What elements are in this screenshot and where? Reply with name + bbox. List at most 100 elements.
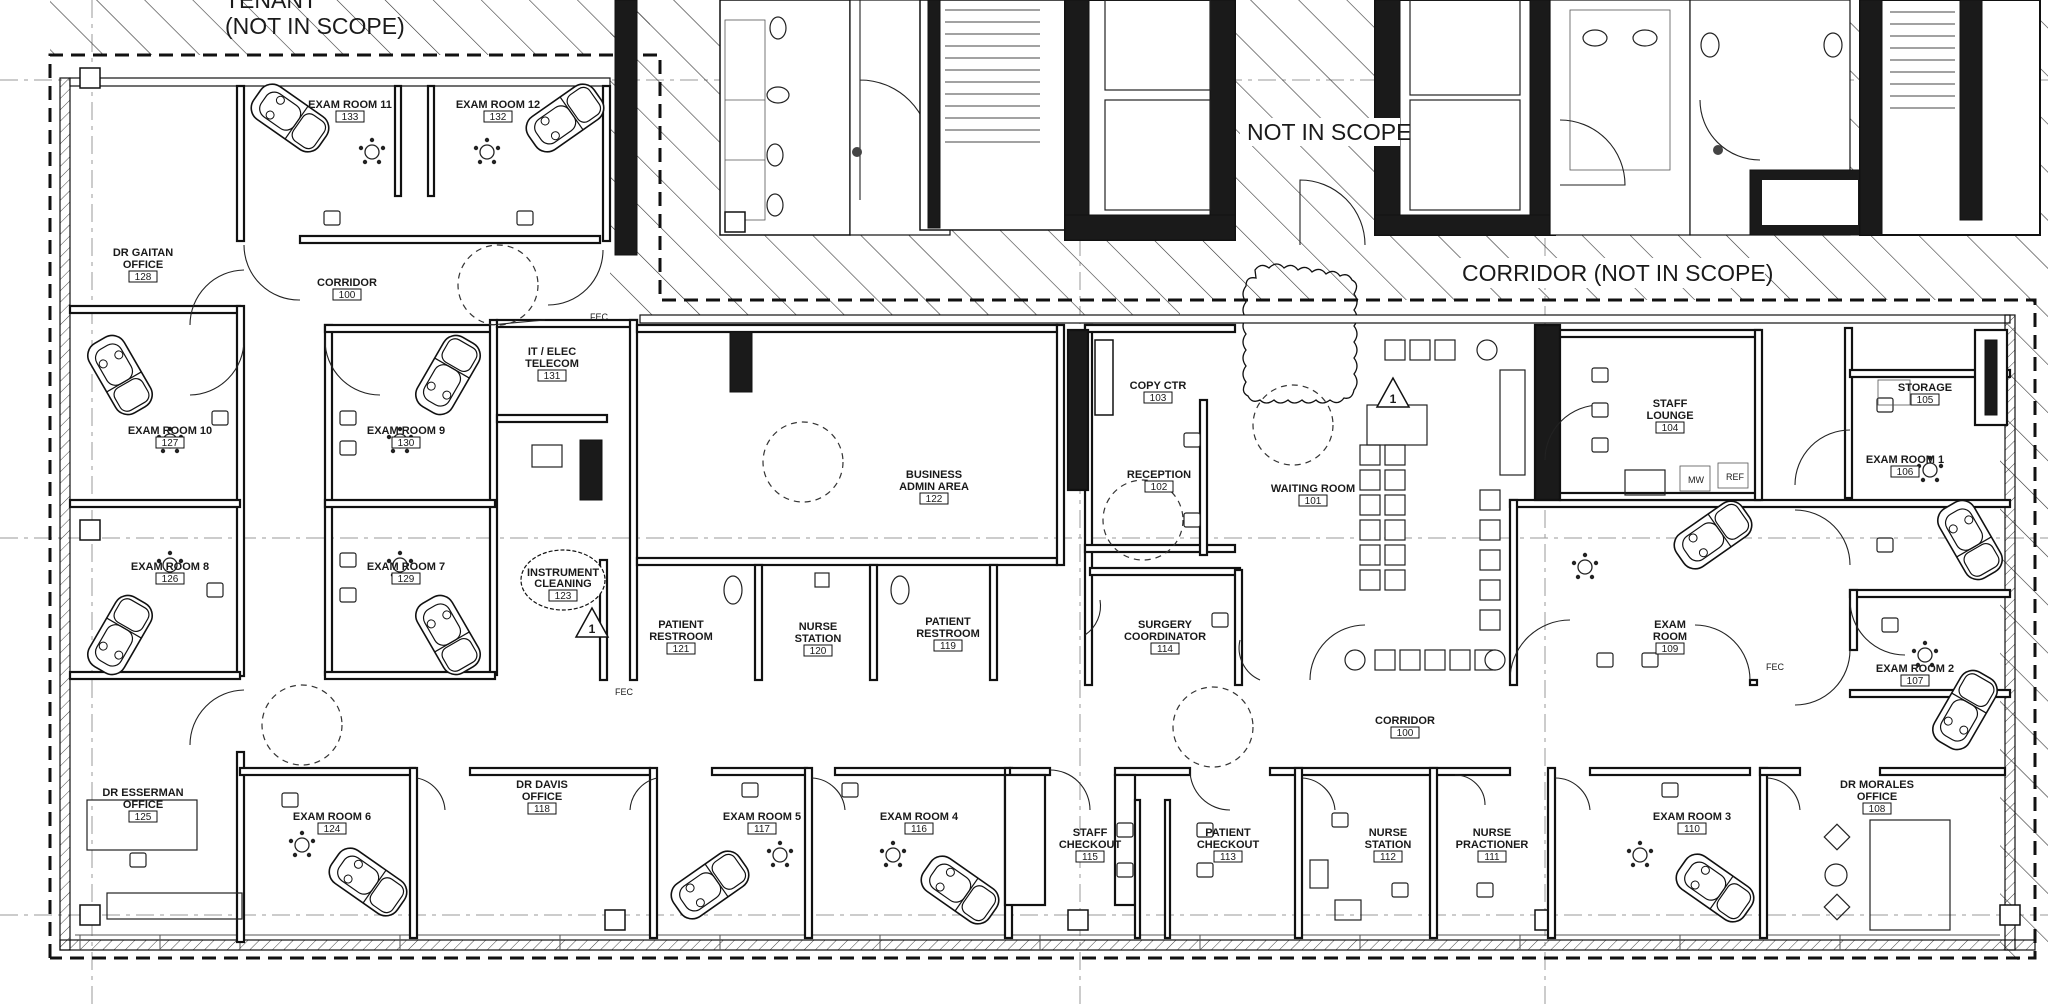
waiting-seating: [1344, 339, 1526, 671]
svg-text:129: 129: [398, 574, 415, 585]
room-dr-morales-office: DR MORALES OFFICE 108: [1840, 779, 1914, 815]
svg-text:130: 130: [398, 438, 415, 449]
svg-text:EXAM ROOM 6: EXAM ROOM 6: [293, 811, 371, 823]
svg-text:104: 104: [1662, 423, 1679, 434]
room-staff-lounge: STAFF LOUNGE 104: [1646, 398, 1693, 434]
svg-text:115: 115: [1082, 852, 1098, 863]
svg-text:108: 108: [1869, 804, 1886, 815]
fixtures: [86, 331, 1951, 931]
svg-text:127: 127: [162, 438, 179, 449]
svg-text:DR ESSERMAN: DR ESSERMAN: [102, 787, 183, 799]
svg-text:CORRIDOR: CORRIDOR: [317, 277, 377, 289]
svg-text:123: 123: [555, 591, 572, 602]
room-dr-gaitan-office: DR GAITAN OFFICE 128: [113, 247, 173, 283]
svg-text:116: 116: [911, 824, 927, 835]
svg-text:ROOM: ROOM: [1653, 631, 1687, 643]
svg-text:125: 125: [135, 812, 152, 823]
room-exam-109: EXAM ROOM 109: [1653, 619, 1687, 655]
scope-boundary: [48, 53, 2037, 960]
svg-text:BUSINESS: BUSINESS: [906, 469, 962, 481]
svg-text:PATIENT: PATIENT: [658, 619, 704, 631]
revision-tag-1: 1: [589, 622, 596, 636]
svg-text:STAFF: STAFF: [1073, 827, 1108, 839]
svg-text:102: 102: [1151, 482, 1168, 493]
room-surgery-coordinator: SURGERY COORDINATOR 114: [1124, 619, 1206, 655]
room-storage: STORAGE 105: [1898, 382, 1952, 406]
room-exam-11: EXAM ROOM 11 133: [308, 99, 392, 123]
svg-text:COORDINATOR: COORDINATOR: [1124, 631, 1206, 643]
room-exam-3: EXAM ROOM 3 110: [1653, 811, 1731, 835]
room-exam-5: EXAM ROOM 5 117: [723, 811, 801, 835]
svg-text:131: 131: [544, 371, 561, 382]
svg-text:120: 120: [810, 646, 827, 657]
svg-text:103: 103: [1150, 393, 1167, 404]
room-exam-7: EXAM ROOM 7 129: [367, 561, 445, 585]
svg-text:PRACTIONER: PRACTIONER: [1456, 839, 1529, 851]
room-exam-2: EXAM ROOM 2 107: [1876, 663, 1954, 687]
svg-text:112: 112: [1380, 852, 1396, 863]
room-corridor-100-lower: CORRIDOR 100: [1375, 715, 1435, 739]
not-in-scope-label: NOT IN SCOPE: [1247, 119, 1411, 145]
top-labels: TENANT (NOT IN SCOPE) NOT IN SCOPE CORRI…: [225, 0, 1773, 288]
svg-text:EXAM ROOM 3: EXAM ROOM 3: [1653, 811, 1731, 823]
svg-text:STAFF: STAFF: [1653, 398, 1688, 410]
svg-text:CHECKOUT: CHECKOUT: [1197, 839, 1260, 851]
corridor-not-in-scope-label: CORRIDOR (NOT IN SCOPE): [1462, 260, 1773, 286]
room-exam-12: EXAM ROOM 12 132: [456, 99, 540, 123]
svg-text:118: 118: [534, 804, 550, 815]
room-exam-4: EXAM ROOM 4 116: [880, 811, 959, 835]
svg-text:EXAM ROOM 9: EXAM ROOM 9: [367, 425, 445, 437]
door-swings: [189, 244, 1906, 811]
svg-text:NURSE: NURSE: [799, 621, 838, 633]
svg-text:EXAM ROOM 7: EXAM ROOM 7: [367, 561, 445, 573]
svg-text:INSTRUMENT: INSTRUMENT: [527, 567, 599, 579]
svg-text:NURSE: NURSE: [1369, 827, 1408, 839]
svg-text:110: 110: [1684, 824, 1700, 835]
svg-text:RESTROOM: RESTROOM: [649, 631, 713, 643]
fec-tag-3: FEC: [1766, 662, 1785, 672]
room-patient-restroom-121: PATIENT RESTROOM 121: [649, 619, 713, 655]
svg-text:109: 109: [1662, 644, 1679, 655]
svg-text:122: 122: [926, 494, 943, 505]
microwave-tag: MW: [1688, 475, 1704, 485]
interior-walls-right: [1508, 323, 2012, 699]
tenant-label: TENANT: [225, 0, 317, 13]
svg-text:EXAM ROOM 12: EXAM ROOM 12: [456, 99, 540, 111]
svg-text:107: 107: [1907, 676, 1924, 687]
room-exam-1: EXAM ROOM 1 106: [1866, 454, 1944, 478]
svg-text:105: 105: [1917, 395, 1934, 406]
svg-text:IT / ELEC: IT / ELEC: [528, 346, 576, 358]
room-labels: EXAM ROOM 11 133 EXAM ROOM 12 132 DR GAI…: [102, 99, 1954, 863]
svg-text:EXAM ROOM 1: EXAM ROOM 1: [1866, 454, 1944, 466]
room-exam-9: EXAM ROOM 9 130: [367, 425, 445, 449]
svg-text:DR DAVIS: DR DAVIS: [516, 779, 568, 791]
svg-text:DR MORALES: DR MORALES: [1840, 779, 1914, 791]
svg-text:133: 133: [342, 112, 359, 123]
room-dr-esserman-office: DR ESSERMAN OFFICE 125: [102, 787, 183, 823]
room-exam-8: EXAM ROOM 8 126: [131, 561, 209, 585]
refrigerator-tag: REF: [1726, 472, 1745, 482]
svg-text:OFFICE: OFFICE: [1857, 791, 1897, 803]
room-patient-checkout: PATIENT CHECKOUT 113: [1197, 827, 1260, 863]
svg-text:117: 117: [754, 824, 770, 835]
svg-text:132: 132: [490, 112, 507, 123]
fec-tag-1: FEC: [590, 312, 609, 322]
svg-text:CLEANING: CLEANING: [534, 578, 591, 590]
svg-text:111: 111: [1484, 852, 1500, 863]
room-exam-6: EXAM ROOM 6 124: [293, 811, 371, 835]
svg-text:PATIENT: PATIENT: [925, 616, 971, 628]
svg-text:TELECOM: TELECOM: [525, 358, 579, 370]
svg-text:119: 119: [940, 641, 956, 652]
svg-text:COPY CTR: COPY CTR: [1130, 380, 1187, 392]
svg-text:STATION: STATION: [795, 633, 842, 645]
svg-text:SURGERY: SURGERY: [1138, 619, 1193, 631]
revision-triangles: 1 1: [574, 376, 1411, 638]
svg-text:EXAM ROOM 10: EXAM ROOM 10: [128, 425, 212, 437]
svg-text:114: 114: [1157, 644, 1173, 655]
room-copy-ctr: COPY CTR 103: [1130, 380, 1187, 404]
fec-tag-2: FEC: [615, 687, 634, 697]
room-it-elec-telecom: IT / ELEC TELECOM 131: [525, 346, 579, 382]
room-nurse-station-120: NURSE STATION 120: [795, 621, 842, 657]
svg-text:EXAM ROOM 5: EXAM ROOM 5: [723, 811, 801, 823]
